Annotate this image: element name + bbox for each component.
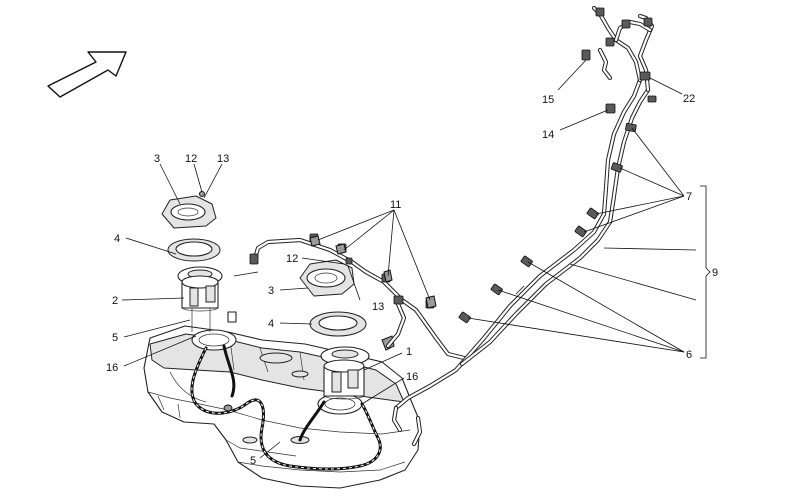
callout-12-left: 12: [185, 153, 197, 165]
callout-labels: 3 12 13 4 2 5 16 12 3 13 4 1 16 5 11 15 …: [106, 93, 718, 467]
leader-lines: [121, 59, 711, 459]
callout-16-center: 16: [406, 371, 418, 383]
callout-12-center: 12: [286, 253, 298, 265]
callout-4-left: 4: [114, 233, 120, 245]
callout-14: 14: [542, 129, 554, 141]
callout-6: 6: [686, 349, 692, 361]
callout-5-bottom: 5: [250, 455, 256, 467]
callout-13-center: 13: [372, 301, 384, 313]
callout-4-center: 4: [268, 318, 274, 330]
right-lock-ring: [309, 311, 367, 337]
callout-3-left: 3: [154, 153, 160, 165]
left-pump-module: [181, 275, 237, 332]
callout-5-left: 5: [112, 332, 118, 344]
wiring-harness: [190, 344, 382, 471]
left-pump-cover: [161, 195, 217, 229]
direction-arrow-icon: [47, 51, 127, 98]
callout-2: 2: [112, 295, 118, 307]
callout-9: 9: [712, 267, 718, 279]
callout-7: 7: [686, 191, 692, 203]
left-screw-cap: [199, 191, 205, 197]
callout-1: 1: [406, 346, 412, 358]
tank-opening-right: [317, 393, 363, 415]
engine-side-lines: [581, 5, 655, 93]
callout-13-left: 13: [217, 153, 229, 165]
pipe-clips-11: [309, 235, 437, 309]
callout-11: 11: [390, 199, 401, 211]
left-lock-ring: [167, 238, 221, 262]
callout-15: 15: [542, 94, 554, 106]
right-pump-module: [323, 359, 365, 400]
callout-3-center: 3: [268, 285, 274, 297]
right-pump-cover: [299, 259, 355, 297]
callout-16-left: 16: [106, 362, 118, 374]
tank-opening-left: [191, 329, 237, 351]
callout-22: 22: [683, 93, 695, 105]
center-vent-pipe: [249, 233, 467, 361]
fuel-lines: [391, 77, 657, 447]
